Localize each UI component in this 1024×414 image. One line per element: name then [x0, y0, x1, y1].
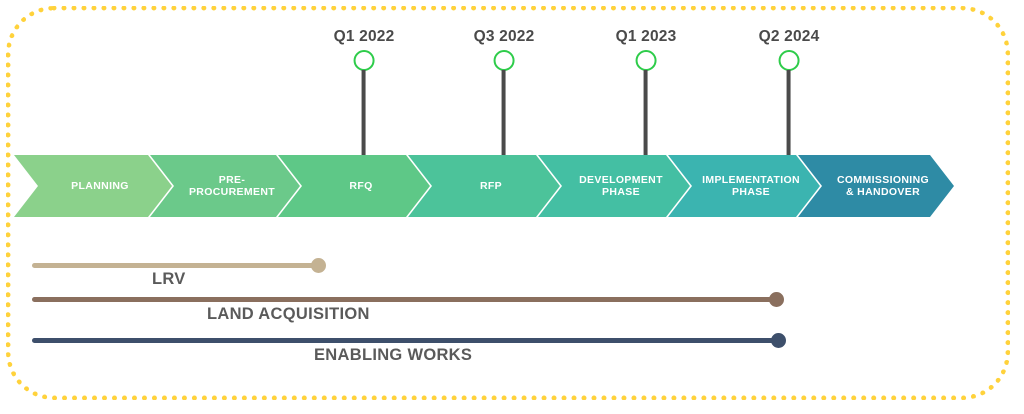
workstream-end-dot-icon: [771, 333, 786, 348]
phase-label: PRE- PROCUREMENT: [188, 173, 276, 198]
milestone-stem: [644, 70, 648, 178]
milestone-marker[interactable]: Q3 2022: [474, 28, 535, 178]
phase-label: IMPLEMENTATION PHASE: [702, 173, 800, 198]
workstream-label: ENABLING WORKS: [314, 346, 473, 364]
milestone-label: Q1 2022: [333, 28, 395, 45]
milestone-marker[interactable]: Q2 2024: [759, 28, 820, 178]
phase-label: DEVELOPMENT PHASE: [579, 173, 663, 198]
workstream-line: [32, 263, 318, 268]
phase-chevron[interactable]: COMMISSIONING & HANDOVER: [798, 155, 954, 217]
milestone-circle-icon: [778, 50, 800, 71]
phase-chevron-band: PLANNING PRE- PROCUREMENT RFQ RFP DEVELOPMEN…: [14, 155, 932, 217]
milestone-stem: [787, 70, 791, 178]
phase-chevron[interactable]: RFP: [408, 155, 560, 217]
phase-label: PLANNING: [71, 179, 129, 192]
milestone-label: Q3 2022: [473, 28, 535, 45]
workstream-end-dot-icon: [311, 258, 326, 273]
workstream-label: LAND ACQUISITION: [207, 305, 370, 323]
phase-chevron[interactable]: PRE- PROCUREMENT: [150, 155, 300, 217]
phase-chevron[interactable]: RFQ: [278, 155, 430, 217]
milestone-circle-icon: [353, 50, 375, 71]
phase-label: RFP: [479, 179, 503, 192]
phase-chevron[interactable]: PLANNING: [14, 155, 172, 217]
milestone-label: Q1 2023: [615, 28, 677, 45]
workstream-line: [32, 297, 776, 302]
phase-chevron[interactable]: IMPLEMENTATION PHASE: [668, 155, 820, 217]
milestone-label: Q2 2024: [758, 28, 820, 45]
milestone-marker[interactable]: Q1 2023: [616, 28, 677, 178]
phase-label: RFQ: [349, 179, 373, 192]
workstream-end-dot-icon: [769, 292, 784, 307]
workstream-line: [32, 338, 778, 343]
milestone-circle-icon: [635, 50, 657, 71]
milestone-stem: [362, 70, 366, 178]
milestone-marker[interactable]: Q1 2022: [334, 28, 395, 178]
phase-label: COMMISSIONING & HANDOVER: [836, 173, 930, 198]
phase-chevron[interactable]: DEVELOPMENT PHASE: [538, 155, 690, 217]
milestone-circle-icon: [493, 50, 515, 71]
workstream-label: LRV: [152, 270, 186, 288]
milestone-stem: [502, 70, 506, 178]
